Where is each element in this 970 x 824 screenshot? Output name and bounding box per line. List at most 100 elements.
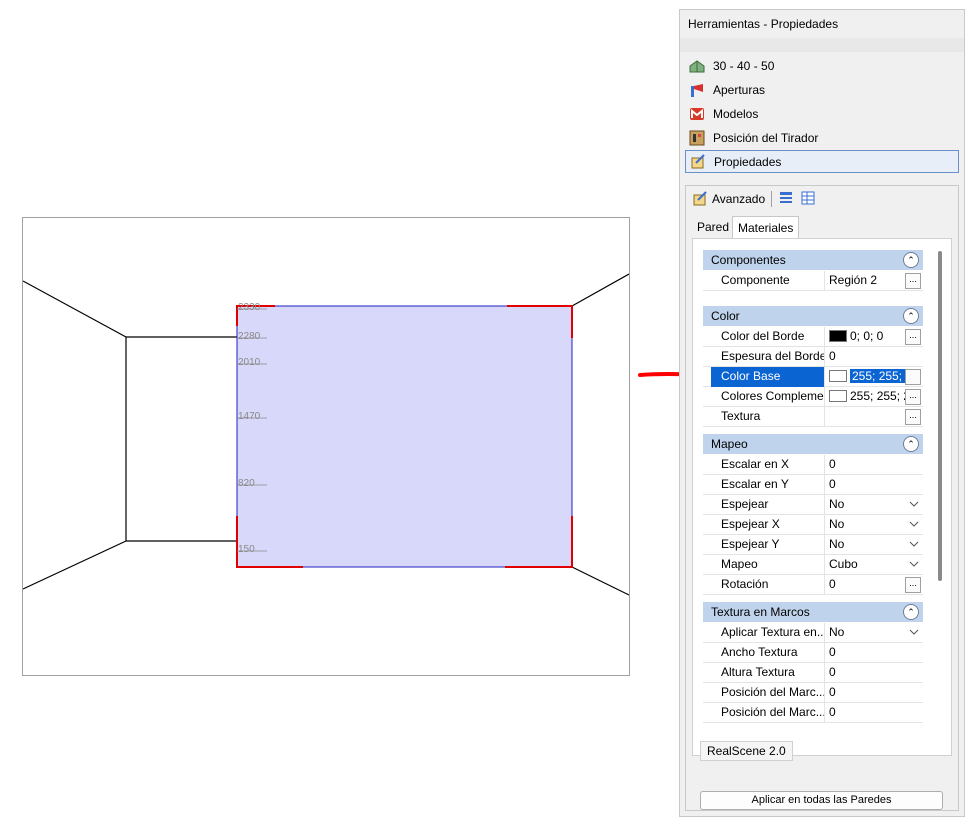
row-mapeo[interactable]: Mapeo Cubo <box>703 555 923 575</box>
row-textura[interactable]: Textura ... <box>703 407 923 427</box>
height-mark-label: 2010 <box>238 357 261 368</box>
tool-item-posicion-tirador[interactable]: Posición del Tirador <box>685 126 959 149</box>
row-espejear-x[interactable]: Espejear X No <box>703 515 923 535</box>
row-value[interactable]: 0; 0; 0... <box>824 327 923 347</box>
toolbar-separator <box>771 191 773 207</box>
property-grid-scrollbar[interactable] <box>938 251 942 581</box>
row-label: Escalar en X <box>721 457 790 471</box>
row-value[interactable]: 255; 255; 2... <box>824 367 923 387</box>
alphabetical-view-icon[interactable] <box>800 190 816 209</box>
models-icon <box>689 106 705 122</box>
tool-item-modelos[interactable]: Modelos <box>685 102 959 125</box>
row-value[interactable]: 0 <box>824 683 923 703</box>
perspective-line <box>23 540 127 590</box>
collapse-icon[interactable]: ⌃ <box>903 252 919 268</box>
category-color[interactable]: Color ⌃ <box>703 306 923 326</box>
chevron-down-icon[interactable] <box>909 498 919 510</box>
row-value[interactable]: No <box>824 623 923 643</box>
tool-item-label: Aperturas <box>713 82 766 97</box>
realscene-tab[interactable]: RealScene 2.0 <box>700 741 793 761</box>
selection-corners <box>236 305 573 568</box>
ellipsis-button[interactable]: ... <box>905 389 921 405</box>
tools-properties-panel: Herramientas - Propiedades 30 - 40 - 50 … <box>679 9 965 817</box>
row-value[interactable]: 0... <box>824 575 923 595</box>
height-mark-label: 820 <box>238 478 255 489</box>
row-label: Componente <box>721 273 790 287</box>
row-value[interactable]: 0 <box>824 663 923 683</box>
row-label: Espejear X <box>721 517 780 531</box>
row-label: Rotación <box>721 577 769 591</box>
properties-toolbar: Avanzado <box>686 186 958 212</box>
row-espejear-y[interactable]: Espejear Y No <box>703 535 923 555</box>
row-value[interactable]: No <box>824 515 923 535</box>
category-mapeo[interactable]: Mapeo ⌃ <box>703 434 923 454</box>
tool-item-30-40-50[interactable]: 30 - 40 - 50 <box>685 54 959 77</box>
ellipsis-button[interactable]: ... <box>905 273 921 289</box>
properties-frame: Avanzado Pared Materiales Componentes ⌃ … <box>685 185 959 811</box>
perspective-line <box>23 280 127 338</box>
row-escalar-x[interactable]: Escalar en X 0 <box>703 455 923 475</box>
categorized-view-icon[interactable] <box>778 190 794 209</box>
advanced-button[interactable]: Avanzado <box>712 192 766 206</box>
row-label: Ancho Textura <box>721 645 798 659</box>
ellipsis-button[interactable]: ... <box>905 329 921 345</box>
row-espesura-borde[interactable]: Espesura del Borde 0 <box>703 347 923 367</box>
row-value[interactable]: ... <box>824 407 923 427</box>
handle-position-icon <box>689 130 705 146</box>
properties-icon <box>690 153 706 170</box>
category-componentes[interactable]: Componentes ⌃ <box>703 250 923 270</box>
ellipsis-button[interactable]: ... <box>905 577 921 593</box>
room-drawing: 2330 2280 2010 1470 820 150 <box>23 273 629 596</box>
row-escalar-y[interactable]: Escalar en Y 0 <box>703 475 923 495</box>
row-color-base[interactable]: Color Base 255; 255; 2... <box>703 367 923 387</box>
viewport-3d[interactable]: 2330 2280 2010 1470 820 150 <box>22 217 630 676</box>
tool-item-label: Modelos <box>713 106 759 121</box>
row-value[interactable]: No <box>824 495 923 515</box>
row-label: Colores Compleme... <box>721 389 824 403</box>
row-aplicar-textura[interactable]: Aplicar Textura en... No <box>703 623 923 643</box>
row-label: Altura Textura <box>721 665 795 679</box>
ellipsis-button[interactable]: ... <box>905 409 921 425</box>
row-value[interactable]: 0 <box>824 643 923 663</box>
property-grid: Componentes ⌃ Componente Región 2... Col… <box>692 238 952 756</box>
row-value[interactable]: Región 2... <box>824 271 923 291</box>
chevron-down-icon[interactable] <box>909 518 919 530</box>
row-componente[interactable]: Componente Región 2... <box>703 271 923 291</box>
row-altura-textura[interactable]: Altura Textura 0 <box>703 663 923 683</box>
chevron-down-icon[interactable] <box>909 538 919 550</box>
collapse-icon[interactable]: ⌃ <box>903 308 919 324</box>
row-value[interactable]: 0 <box>824 703 923 723</box>
properties-icon <box>692 191 708 207</box>
tab-materiales[interactable]: Materiales <box>732 216 800 238</box>
row-rotacion[interactable]: Rotación 0... <box>703 575 923 595</box>
row-value[interactable]: Cubo <box>824 555 923 575</box>
color-swatch <box>829 390 847 402</box>
row-espejear[interactable]: Espejear No <box>703 495 923 515</box>
collapse-icon[interactable]: ⌃ <box>903 604 919 620</box>
row-value[interactable]: 0 <box>824 475 923 495</box>
row-colores-complementarios[interactable]: Colores Compleme... 255; 255; 2... <box>703 387 923 407</box>
row-value[interactable]: 0 <box>824 455 923 475</box>
row-value[interactable]: No <box>824 535 923 555</box>
category-textura-marcos[interactable]: Textura en Marcos ⌃ <box>703 602 923 622</box>
height-mark-label: 2330 <box>238 302 261 313</box>
tool-item-propiedades[interactable]: Propiedades <box>685 150 959 173</box>
row-value[interactable]: 255; 255; 2... <box>824 387 923 407</box>
tab-pared[interactable]: Pared <box>697 220 730 234</box>
apply-all-walls-button[interactable]: Aplicar en todas las Paredes <box>700 791 943 810</box>
chevron-down-icon[interactable] <box>909 558 919 570</box>
row-label: Color Base <box>711 367 824 387</box>
ellipsis-button[interactable]: ... <box>905 369 921 385</box>
category-label: Color <box>711 309 740 323</box>
row-posicion-marco-1[interactable]: Posición del Marc... 0 <box>703 683 923 703</box>
row-label: Espesura del Borde <box>721 349 824 363</box>
color-swatch <box>829 370 847 382</box>
row-ancho-textura[interactable]: Ancho Textura 0 <box>703 643 923 663</box>
tool-item-aperturas[interactable]: Aperturas <box>685 78 959 101</box>
category-label: Textura en Marcos <box>711 605 810 619</box>
row-value[interactable]: 0 <box>824 347 923 367</box>
row-color-borde[interactable]: Color del Borde 0; 0; 0... <box>703 327 923 347</box>
chevron-down-icon[interactable] <box>909 626 919 638</box>
collapse-icon[interactable]: ⌃ <box>903 436 919 452</box>
row-posicion-marco-2[interactable]: Posición del Marc... 0 <box>703 703 923 723</box>
